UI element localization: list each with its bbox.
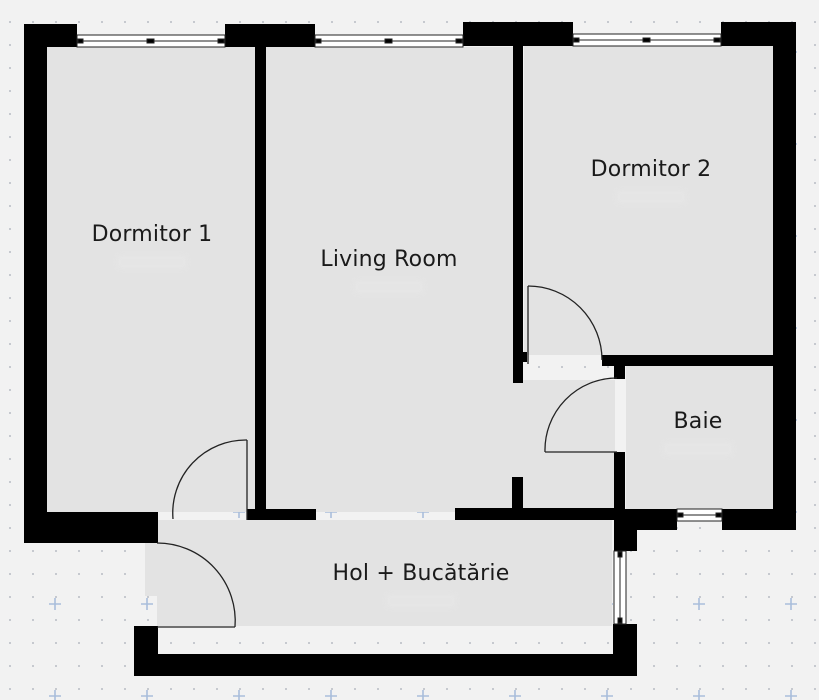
wall-living-bottom-left xyxy=(247,509,316,520)
wall-right xyxy=(773,22,796,530)
floors xyxy=(46,46,773,626)
window-living-room xyxy=(314,34,464,48)
room-area-hol-bucatarie xyxy=(386,594,456,608)
floor-hol-bucatarie xyxy=(157,520,612,626)
wall-partition-2 xyxy=(513,44,523,383)
wall-top-3 xyxy=(463,22,573,46)
floor-entry xyxy=(145,543,159,596)
wall-top-2 xyxy=(225,24,315,47)
window-dormitor-2 xyxy=(572,33,722,47)
window-baie xyxy=(676,508,723,522)
wall-dormitor1-stub xyxy=(145,512,158,524)
floor-dormitor-1 xyxy=(46,47,255,512)
door-baie xyxy=(544,377,618,453)
wall-top-1 xyxy=(24,24,77,47)
room-label-baie: Baie xyxy=(673,409,723,434)
wall-partition-2-jamb xyxy=(520,352,527,362)
window-kitchen xyxy=(613,550,627,625)
window-dormitor-1 xyxy=(76,34,226,48)
room-label-hol-bucatarie: Hol + Bucătărie xyxy=(332,561,510,586)
door-entrance xyxy=(156,542,236,628)
windows xyxy=(76,33,723,625)
door-dormitor-1 xyxy=(172,439,248,520)
wall-baie-bottom-2 xyxy=(722,509,796,530)
wall-living-bottom-right xyxy=(455,508,625,520)
wall-stub xyxy=(512,477,523,512)
wall-kitchen-corner xyxy=(614,520,637,551)
wall-baie-left xyxy=(614,452,625,550)
room-area-dormitor-2 xyxy=(616,190,686,204)
doors xyxy=(156,285,618,628)
room-area-living-room xyxy=(354,280,424,294)
wall-partition-1 xyxy=(255,44,266,512)
floor-living-room xyxy=(266,47,513,512)
wall-dormitor1-bottom xyxy=(24,512,158,543)
wall-left xyxy=(24,24,47,543)
room-area-dormitor-1 xyxy=(117,255,187,269)
floor-baie xyxy=(626,366,773,509)
walls xyxy=(24,22,796,676)
wall-bottom-left xyxy=(134,626,158,676)
room-label-living-room: Living Room xyxy=(320,247,458,272)
room-area-baie xyxy=(663,442,733,456)
room-label-dormitor-1: Dormitor 1 xyxy=(91,222,213,247)
floor-hall-corridor xyxy=(513,380,615,512)
door-dormitor-2 xyxy=(527,285,603,364)
wall-bottom xyxy=(134,654,637,676)
wall-baie-jamb xyxy=(614,364,625,379)
wall-dormitor2-bottom xyxy=(602,355,773,366)
room-label-dormitor-2: Dormitor 2 xyxy=(590,157,712,182)
